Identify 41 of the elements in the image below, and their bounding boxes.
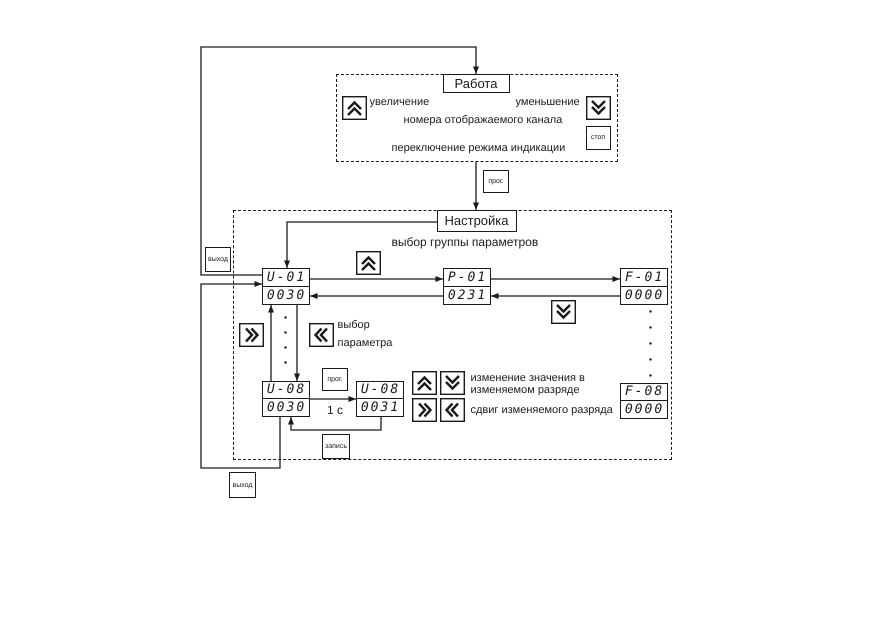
display-readout: 0031 — [360, 399, 402, 416]
arrow — [284, 221, 437, 268]
display-readout: 0000 — [624, 286, 666, 304]
arrow — [310, 396, 356, 402]
display-readout: P-01 — [444, 268, 490, 286]
annotation-text: переключение режима индикации — [392, 140, 566, 154]
display-readout: F-01 — [620, 268, 666, 286]
arrow — [491, 276, 620, 282]
display-readout: F-08 — [620, 384, 666, 401]
arrow — [473, 162, 479, 210]
annotation-text: сдвиг изменяемого разряда — [470, 402, 613, 416]
display-readout: 0030 — [266, 286, 308, 304]
arrow — [200, 281, 281, 469]
arrow — [294, 305, 300, 381]
annotation-text: изменение значения в изменяемом разряде — [470, 372, 586, 396]
annotation-text: номера отображаемого канала — [404, 112, 562, 126]
led-display — [620, 382, 668, 418]
annotation-text: увеличение — [370, 94, 430, 108]
arrow — [491, 293, 620, 299]
time-label: 1 с — [327, 403, 344, 417]
led-display — [262, 380, 310, 416]
annotation-text: выбор группы параметров — [392, 234, 538, 248]
led-display — [262, 268, 310, 304]
display-readout: 0231 — [446, 286, 488, 304]
annotation-text: уменьшение — [516, 94, 580, 108]
display-readout: U-01 — [262, 268, 308, 286]
display-readout: 0000 — [624, 401, 666, 418]
display-readout: U-08 — [262, 382, 308, 399]
arrow — [310, 293, 443, 299]
arrow — [268, 305, 274, 381]
led-display — [620, 268, 668, 304]
led-display — [356, 380, 404, 416]
led-display — [442, 268, 490, 304]
display-readout: 0030 — [266, 399, 308, 416]
arrow — [310, 276, 443, 282]
annotation-text: выбор параметра — [338, 318, 394, 350]
arrow — [288, 417, 382, 431]
mode-title: Работа — [442, 74, 510, 92]
mode-title: Настройка — [436, 210, 516, 232]
display-readout: U-08 — [356, 382, 402, 399]
arrow — [200, 46, 479, 276]
